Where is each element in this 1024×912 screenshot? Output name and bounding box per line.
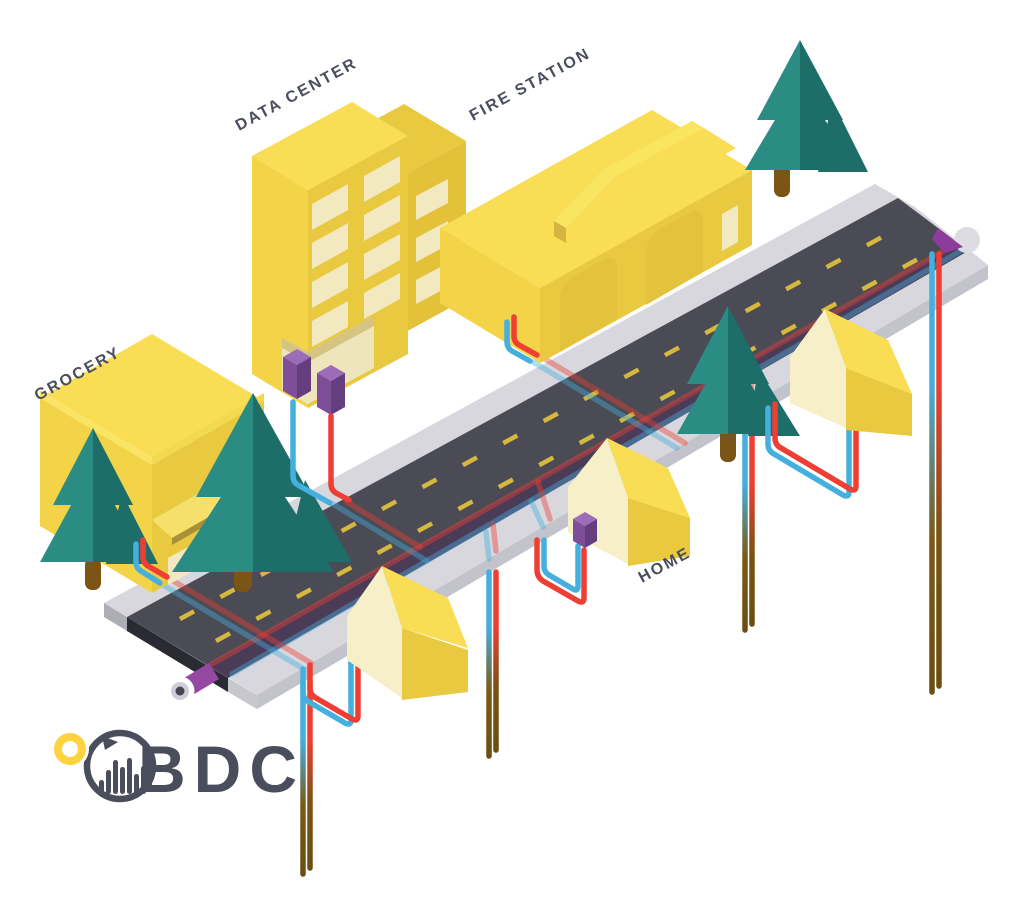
- firestation-drop-blue: [504, 319, 533, 364]
- dc-window: [312, 184, 348, 230]
- house-side-wall: [846, 368, 912, 436]
- service-pipes: [133, 314, 859, 727]
- datacenter-drop-red: [328, 413, 352, 503]
- middle-house-hook-red: [307, 654, 361, 723]
- grocery-parapet: [152, 393, 264, 465]
- logo-arrow-icon: [102, 736, 118, 750]
- home-house: [568, 438, 690, 566]
- fs-crest-cap: [554, 221, 566, 243]
- stub-d2-red: [490, 521, 499, 554]
- dc-window: [312, 301, 348, 347]
- grocery-parapet: [40, 390, 152, 465]
- logo-skyline-icon: [99, 758, 146, 794]
- home-hook-blue: [541, 537, 581, 593]
- conduit-channel: [207, 243, 968, 678]
- dc-window: [312, 262, 348, 308]
- server-cabinet: [283, 349, 311, 399]
- dc-tower1-roof: [252, 102, 408, 190]
- house-roof: [382, 566, 468, 648]
- dc-window: [364, 234, 400, 280]
- house-roof: [825, 309, 912, 394]
- pine-tree: [40, 428, 158, 590]
- dc-window: [364, 273, 400, 319]
- dc-entry-lintel: [282, 316, 374, 362]
- fs-arch-door: [646, 210, 703, 305]
- dc-window: [312, 223, 348, 269]
- crossing-firestation-red: [537, 353, 688, 446]
- house-side-wall: [402, 628, 468, 700]
- fs-arch-door: [560, 257, 617, 352]
- server-cabinet: [317, 365, 345, 415]
- sidewalk-cut-near: [228, 678, 257, 709]
- bdc-logo: BDC: [51, 729, 305, 806]
- logo-wordmark: BDC: [138, 732, 305, 806]
- grocery-drop-blue: [133, 541, 163, 586]
- crossing-grocery-red: [167, 576, 314, 666]
- fiber-terminal-box: [573, 512, 597, 548]
- logo-circle: [83, 729, 157, 803]
- duct-opening-right: [932, 227, 980, 253]
- pine-tree: [745, 40, 868, 197]
- logo-ring-icon: [54, 733, 86, 765]
- stub-home-red: [535, 479, 553, 522]
- crossing-datacenter-blue: [330, 501, 430, 564]
- dc-window: [364, 195, 400, 241]
- datacenter-drop-blue: [290, 399, 333, 506]
- label-fire-station: FIRE STATION: [467, 45, 594, 124]
- middle-house-hook-blue: [300, 652, 354, 727]
- right-house-hook-blue: [765, 405, 852, 499]
- right-house-hook-red: [772, 401, 859, 493]
- middle-house: [347, 566, 468, 700]
- home-hook-red: [534, 537, 587, 605]
- fs-crest-front: [566, 128, 736, 243]
- stub-home-blue: [528, 498, 546, 530]
- crossing-grocery-blue: [160, 582, 305, 671]
- house-roof: [607, 438, 690, 518]
- dc-window: [364, 156, 400, 202]
- fire-station-building: [440, 110, 752, 363]
- right-house: [790, 309, 912, 436]
- dc-window: [416, 179, 448, 220]
- sidewalk-cut-far: [104, 603, 127, 631]
- house-side-wall: [628, 498, 690, 566]
- grocery-drop-red: [140, 537, 170, 580]
- house-gable: [347, 566, 402, 698]
- stub-d2-blue: [483, 529, 492, 562]
- duct-opening-left: [165, 676, 195, 706]
- crossing-datacenter-red: [344, 499, 423, 550]
- house-gable: [790, 309, 846, 428]
- fs-side-door: [722, 205, 738, 251]
- data-center-building: [252, 102, 466, 415]
- underground-drops: [300, 251, 942, 877]
- pine-tree: [172, 393, 352, 592]
- crossing-firestation-blue: [530, 359, 680, 451]
- firestation-drop-red: [511, 314, 540, 358]
- fs-crest-top: [554, 121, 704, 228]
